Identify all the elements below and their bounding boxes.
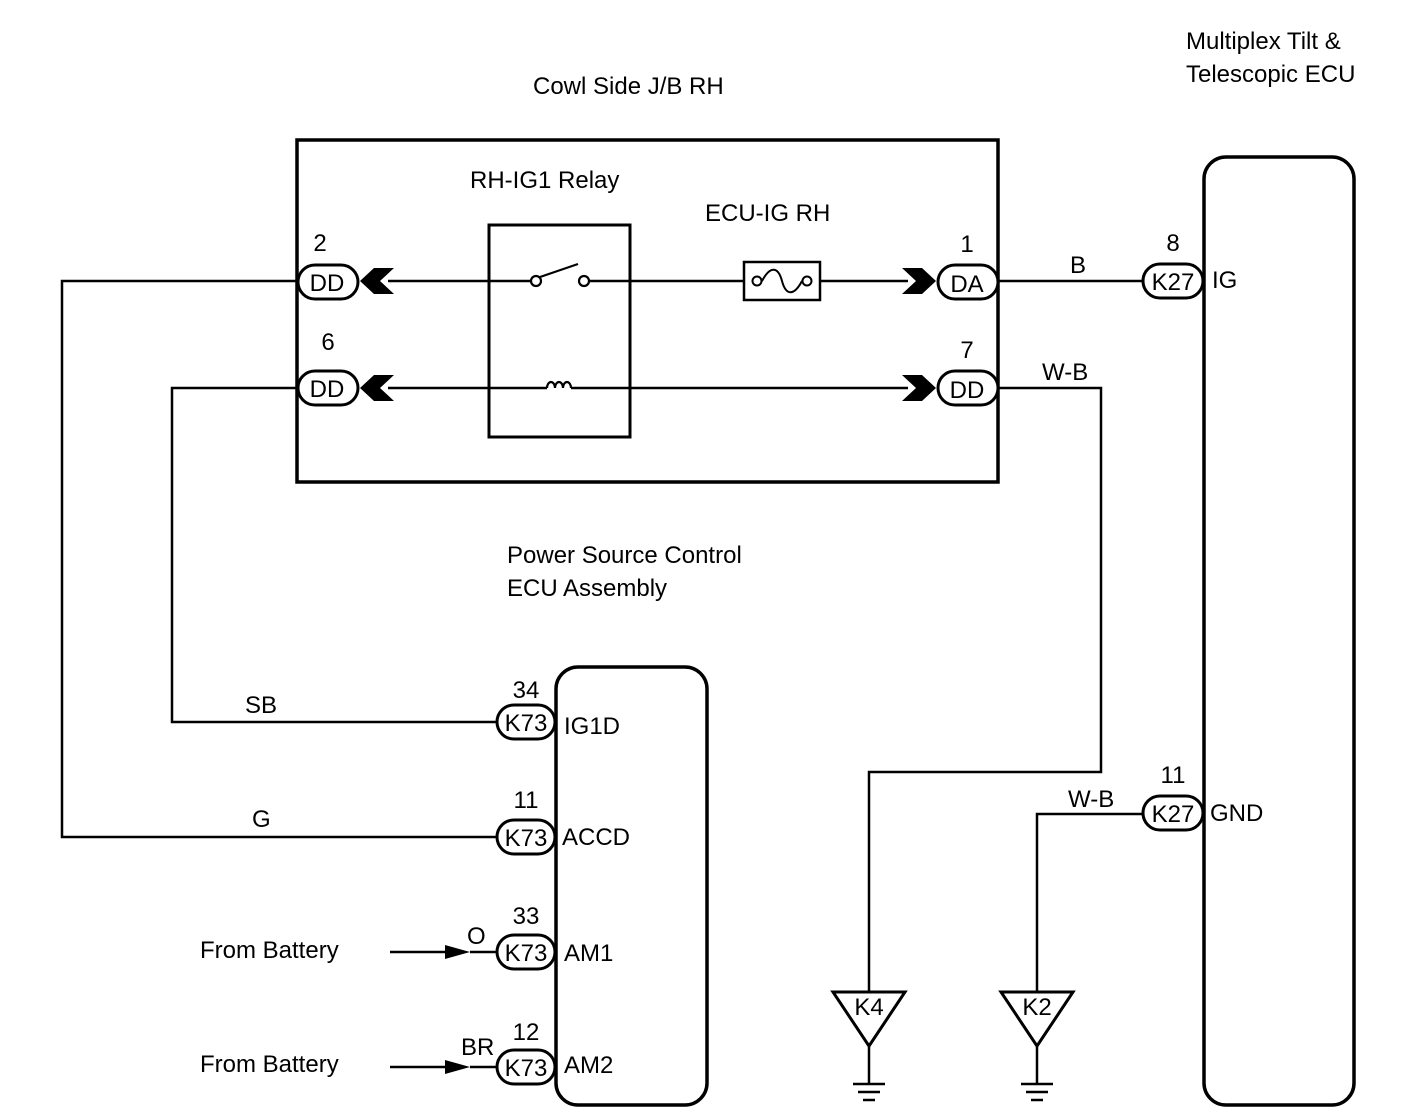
connector-k27-11: 11 K27 GND xyxy=(1141,762,1263,832)
svg-text:DA: DA xyxy=(950,271,983,298)
jb-terminal-arrows xyxy=(360,268,936,401)
connector-da-1: 1 DA xyxy=(936,231,1000,301)
power-ecu-title-line1: Power Source Control xyxy=(507,542,742,569)
wire-label-wb-gnd: W-B xyxy=(1068,786,1114,813)
svg-text:K73: K73 xyxy=(505,1055,548,1082)
connector-k73-34: 34 K73 IG1D xyxy=(495,677,620,741)
svg-text:K73: K73 xyxy=(505,710,548,737)
relay-coil-icon xyxy=(545,380,573,389)
ground-k2-label: K2 xyxy=(1022,994,1051,1021)
svg-text:DD: DD xyxy=(950,377,985,404)
connector-k27-8: 8 K27 IG xyxy=(1141,230,1237,300)
terminal-am2: AM2 xyxy=(564,1052,613,1079)
svg-text:12: 12 xyxy=(513,1019,540,1046)
svg-text:1: 1 xyxy=(960,231,973,258)
terminal-gnd: GND xyxy=(1210,800,1263,827)
wire-label-o: O xyxy=(467,923,486,950)
battery-arrow-2 xyxy=(445,1060,470,1074)
cowl-jb-title: Cowl Side J/B RH xyxy=(533,73,724,100)
power-ecu-title-line2: ECU Assembly xyxy=(507,575,667,602)
connector-k73-11: 11 K73 ACCD xyxy=(495,787,630,856)
svg-text:2: 2 xyxy=(313,230,326,257)
terminal-am1: AM1 xyxy=(564,940,613,967)
svg-text:K73: K73 xyxy=(505,940,548,967)
svg-text:33: 33 xyxy=(513,903,540,930)
svg-text:6: 6 xyxy=(321,329,334,356)
svg-text:DD: DD xyxy=(310,270,345,297)
svg-text:34: 34 xyxy=(513,677,540,704)
ground-k2: K2 xyxy=(998,990,1076,1102)
relay-label: RH-IG1 Relay xyxy=(470,167,619,194)
ground-k4-label: K4 xyxy=(854,994,883,1021)
connector-dd-2: 2 DD xyxy=(296,230,360,301)
svg-text:DD: DD xyxy=(310,376,345,403)
relay-box xyxy=(487,223,632,439)
terminal-accd: ACCD xyxy=(562,824,630,851)
terminal-ig1d: IG1D xyxy=(564,713,620,740)
connector-dd-6: 6 DD xyxy=(296,329,360,407)
svg-text:K27: K27 xyxy=(1152,269,1195,296)
tilt-ecu-box xyxy=(1202,155,1356,1107)
svg-text:7: 7 xyxy=(960,337,973,364)
battery-source-1: From Battery xyxy=(200,937,339,964)
connector-k73-12: 12 K73 AM2 xyxy=(495,1019,613,1086)
terminal-ig: IG xyxy=(1212,267,1237,294)
battery-source-2: From Battery xyxy=(200,1051,339,1078)
svg-text:8: 8 xyxy=(1166,230,1179,257)
fuse-icon xyxy=(742,260,822,302)
ground-k4-icon xyxy=(851,1044,887,1102)
tilt-ecu-title-line2: Telescopic ECU xyxy=(1186,61,1355,88)
wire-label-b: B xyxy=(1070,252,1086,279)
svg-text:K27: K27 xyxy=(1152,801,1195,828)
cowl-jb-box xyxy=(295,138,1000,484)
wire-label-g: G xyxy=(252,806,271,833)
battery-arrow-1 xyxy=(445,945,470,959)
power-ecu-box xyxy=(554,665,709,1107)
ground-k2-icon xyxy=(1019,1044,1055,1102)
svg-text:K73: K73 xyxy=(505,825,548,852)
relay-switch-icon xyxy=(529,262,591,288)
connector-dd-7: 7 DD xyxy=(936,337,1000,407)
wire-label-br: BR xyxy=(461,1034,494,1061)
fuse-label: ECU-IG RH xyxy=(705,200,830,227)
svg-text:11: 11 xyxy=(514,787,539,814)
connector-k73-33: 33 K73 AM1 xyxy=(495,903,613,971)
wire-label-wb-top: W-B xyxy=(1042,359,1088,386)
wire-label-sb: SB xyxy=(245,692,277,719)
tilt-ecu-title-line1: Multiplex Tilt & xyxy=(1186,28,1341,55)
svg-text:11: 11 xyxy=(1161,762,1186,789)
ground-k4: K4 xyxy=(830,990,908,1102)
